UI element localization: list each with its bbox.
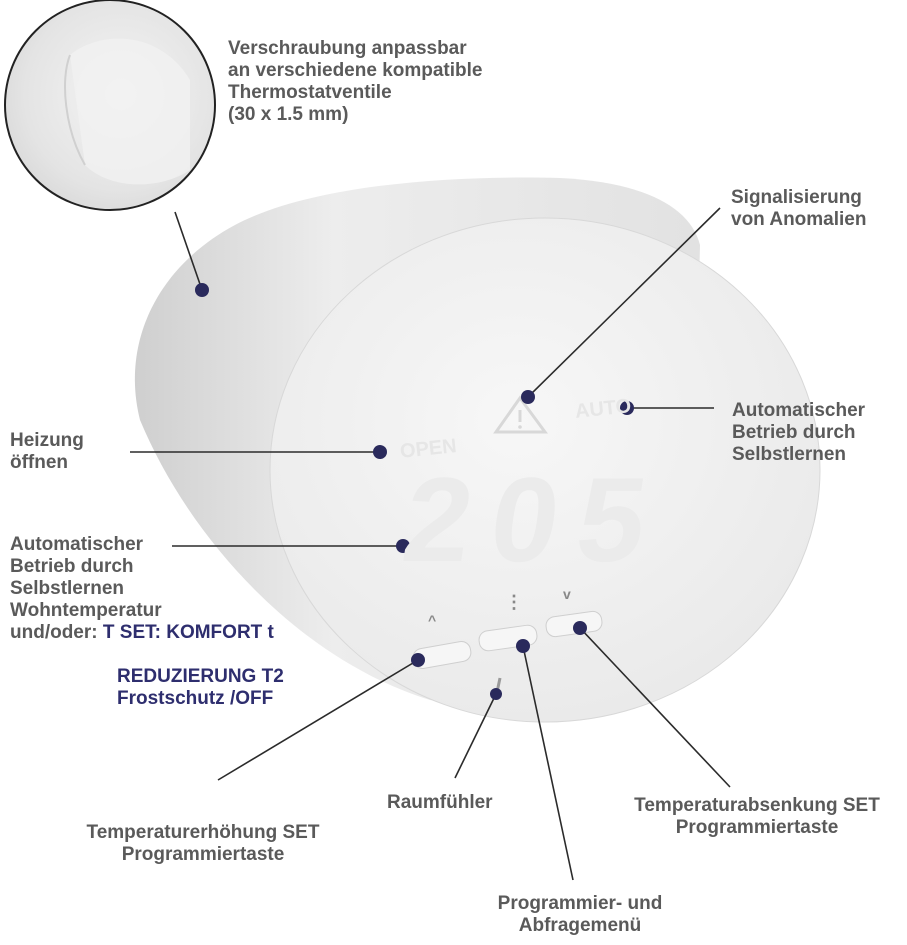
- display-modes-label: REDUZIERUNG T2 Frostschutz /OFF: [117, 666, 284, 710]
- label-line: Temperaturerhöhung SET: [86, 822, 320, 843]
- label-line: Signalisierung: [731, 187, 862, 208]
- label-line: Betrieb durch: [10, 556, 134, 577]
- mode-line: T SET: KOMFORT t: [102, 622, 274, 643]
- auto-mode-label: Automatischer Betrieb durch Selbstlernen: [732, 400, 865, 466]
- label-line: Verschraubung anpassbar: [228, 38, 467, 59]
- callout-dots: [195, 283, 634, 700]
- label-line: an verschiedene kompatible: [228, 60, 483, 81]
- menu-dots-icon: ⋮: [505, 592, 523, 612]
- leader-lines: [130, 207, 731, 881]
- warning-triangle-icon: [493, 395, 548, 434]
- label-line: Heizung: [10, 430, 84, 451]
- room-sensor-label: Raumfühler: [387, 792, 493, 813]
- temp-down-label: Temperaturabsenkung SET Programmiertaste: [617, 795, 897, 839]
- open-heating-label: Heizung öffnen: [10, 430, 84, 474]
- label-line: öffnen: [10, 452, 69, 473]
- label-line: Automatischer: [10, 534, 144, 555]
- temperature-display: 205: [396, 453, 675, 587]
- label-line: Abfragemenü: [518, 915, 642, 936]
- label-line: von Anomalien: [731, 209, 867, 230]
- anomaly-label: Signalisierung von Anomalien: [731, 187, 866, 231]
- label-line: Programmier- und: [497, 893, 663, 914]
- temp-up-label: Temperaturerhöhung SET Programmiertaste: [58, 822, 348, 866]
- thread-label: Verschraubung anpassbar an verschiedene …: [228, 38, 483, 126]
- label-line: Programmiertaste: [121, 844, 285, 865]
- label-line: Wohntemperatur: [10, 600, 162, 621]
- down-arrow-icon: v: [563, 586, 571, 602]
- and-or-text: und/oder:: [10, 622, 98, 643]
- temperature-down-button[interactable]: [545, 610, 603, 638]
- label-line: und/oder: T SET: KOMFORT t: [10, 622, 274, 644]
- mode-line: REDUZIERUNG T2: [117, 666, 284, 687]
- thermostat-front-face: [269, 217, 821, 723]
- menu-label: Programmier- und Abfragemenü: [460, 893, 700, 937]
- label-line: Automatischer: [732, 400, 866, 421]
- label-line: Programmiertaste: [675, 817, 839, 838]
- label-line: Selbstlernen: [732, 444, 847, 465]
- thread-detail-inset: [4, 0, 216, 211]
- up-arrow-icon: ^: [428, 612, 437, 628]
- label-line: Betrieb durch: [732, 422, 856, 443]
- label-line: Selbstlernen: [10, 578, 125, 599]
- label-line: Thermostatventile: [228, 82, 392, 103]
- label-line: (30 x 1.5 mm): [228, 104, 349, 125]
- display-label: Automatischer Betrieb durch Selbstlernen…: [10, 534, 274, 644]
- label-line: Temperaturabsenkung SET: [634, 795, 880, 816]
- mode-line: Frostschutz /OFF: [117, 688, 274, 709]
